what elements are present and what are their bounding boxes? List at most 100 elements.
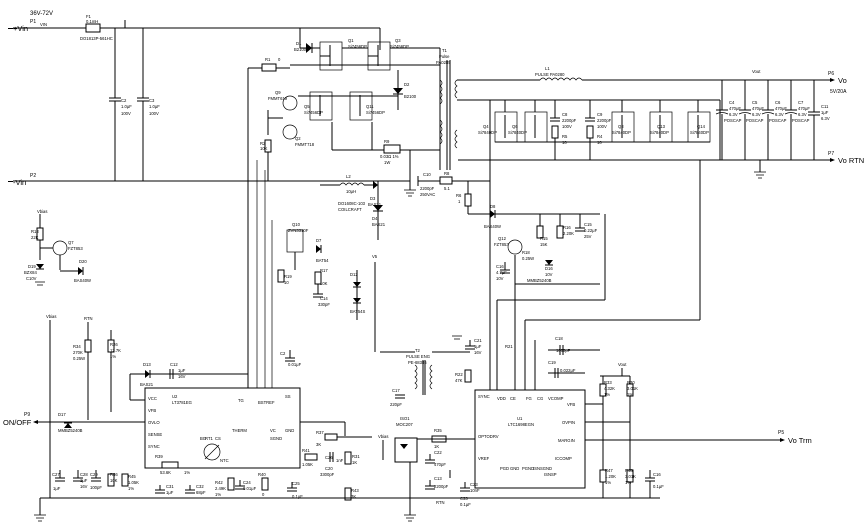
resistor-r6	[464, 193, 472, 207]
mosfet-q5-ref: Q5	[304, 104, 310, 109]
diode-d7-ref: D7	[316, 238, 322, 243]
cap-c4-value: 470μF	[729, 106, 741, 111]
thermistor-rt1-ref: RT1	[205, 436, 214, 441]
resistor-r16-ref: R16	[563, 225, 571, 230]
diode-d8-value: BAS40W	[484, 224, 501, 229]
cap-c21-value: 1μF	[474, 344, 482, 349]
port-p7-id: P7	[828, 151, 834, 157]
resistor-r40	[261, 477, 269, 491]
cap-c19-value: 0.022μF	[560, 368, 576, 373]
transformer-t1-mfr: Pulse	[439, 54, 450, 59]
u2-pin-bstref: BSTREF	[258, 400, 275, 405]
port-p9-label: ON/OFF	[3, 418, 32, 427]
u1-pin-ce: CE	[510, 396, 516, 401]
resistor-r41-ref: R41	[302, 448, 310, 453]
resistor-r43-ref: R43	[351, 488, 359, 493]
ic-u1-part: LTC1698EGN	[508, 422, 534, 427]
u1-pin-pgd: PGD	[500, 466, 509, 471]
cap-c29-ref: C29	[90, 472, 98, 477]
diode-d17-ref: D17	[58, 412, 66, 417]
cap-c28-voltage: 16V	[80, 484, 88, 489]
diode-d2-ref: D2	[404, 82, 410, 87]
diode-d16-ref: D16	[545, 266, 553, 271]
resistor-r42	[227, 477, 235, 491]
diode-d1-value: B2100	[294, 47, 307, 52]
diode-d19-value2: C10V	[26, 276, 37, 281]
resistor-r33-value: 4.32K	[604, 386, 615, 391]
transformer-t1-ref: T1	[442, 48, 448, 53]
cap-c27-ref: C27	[52, 472, 60, 477]
fuse-f1-ref: F1	[86, 14, 92, 19]
resistor-r36	[107, 473, 115, 487]
rtn-net-bottom: RTN	[436, 500, 445, 505]
bjt-q9	[282, 95, 298, 111]
diode-d3-value: BAS21	[368, 202, 382, 207]
resistor-r26-tol: 1%	[110, 354, 116, 359]
diode-d19-ref: D19	[28, 264, 36, 269]
port-p6-label: Vo	[838, 76, 847, 85]
resistor-r22-value: 47K	[455, 378, 463, 383]
mosfet-q11-ref: Q11	[366, 104, 374, 109]
resistor-r21-ref: R21	[505, 344, 513, 349]
cap-c13-ref: C13	[434, 476, 442, 481]
cap-c5-ref: C5	[752, 100, 758, 105]
input-section: 36V-72V P1 +Vin VIN F1 0.1mH DO1813P-561…	[8, 11, 410, 187]
mosfet-q4-value: Si7840DP	[478, 130, 497, 135]
resistor-r18-value: 0.25W	[522, 256, 534, 261]
mosfet-q6-value: Si7840DP	[508, 130, 527, 135]
resistor-r16-value: 2.20K	[563, 231, 574, 236]
mosfet-q3-value: Si7456DP	[390, 44, 409, 49]
cap-c5-type: POSCAP	[746, 118, 764, 123]
vout-net-right: Vout	[618, 362, 627, 367]
cap-c5-value: 470μF	[752, 106, 764, 111]
output-spec: 5V/20A	[830, 89, 847, 95]
u1-pin-vref: VREF	[478, 456, 490, 461]
u2-pin-tg: TG	[238, 398, 244, 403]
resistor-r6-ref: R6	[456, 193, 462, 198]
mosfet-q5	[309, 91, 333, 121]
cap-c23-value: 10nF	[470, 488, 480, 493]
cap-c21-ref: C21	[474, 338, 482, 343]
rtn-net-left: RTN	[84, 316, 93, 321]
resistor-r5-ref: R5	[562, 134, 568, 139]
cap-c24-value: 0.01μF	[243, 486, 257, 491]
diode-d7-value: BAT54	[316, 258, 329, 263]
mosfet-q11	[349, 91, 373, 121]
u1-pin-isnsp: ISNSP	[544, 472, 557, 477]
mosfet-q3-ref: Q3	[395, 38, 401, 43]
cap-c5-voltage: 6.3V	[752, 112, 761, 117]
resistor-r34-ref: R34	[73, 344, 81, 349]
cap-c6-ref: C6	[775, 100, 781, 105]
resistor-r33-tol: 1%	[604, 392, 610, 397]
cap-c32-ref: C32	[196, 484, 204, 489]
cap-c16-voltage: 10V	[496, 276, 504, 281]
resistor-r34-power: 0.25W	[73, 356, 85, 361]
port-p1-id: P1	[30, 19, 36, 25]
cap-c11-voltage: 6.3V	[821, 116, 830, 121]
inductor-l2-value: 10μH	[346, 189, 356, 194]
mosfet-q13-ref: Q13	[657, 124, 666, 129]
cap-c3-ref: C3	[149, 98, 155, 103]
cap-c22-value: 470pF	[434, 462, 446, 467]
cap-c22-ref: C22	[434, 450, 442, 455]
u1-pin-gnd: GND	[510, 466, 519, 471]
resistor-r17-ref: R17	[320, 268, 328, 273]
resistor-r22	[464, 369, 472, 383]
port-p2-id: P2	[30, 173, 36, 179]
resistor-r43-value: 3K	[351, 494, 356, 499]
u1-pin-ovpin: OVPIN	[562, 420, 575, 425]
bjt-q2-ref: Q2	[295, 136, 301, 141]
cap-c2-ref: C2	[121, 98, 127, 103]
mosfet-q10	[286, 229, 304, 253]
cap-c25-ref: C25	[292, 481, 300, 486]
resistor-r5-value: 10	[562, 140, 567, 145]
cap-c8-voltage: 100V	[562, 124, 572, 129]
cap-c21-voltage: 16V	[474, 350, 482, 355]
cap-c15-voltage: 25V	[584, 234, 592, 239]
diode-d4-ref: D4	[372, 216, 378, 221]
resistor-r45-value: 1.05K	[128, 480, 139, 485]
bjt-q12	[507, 239, 523, 255]
cap-c13-value: 2200pF	[434, 484, 449, 489]
